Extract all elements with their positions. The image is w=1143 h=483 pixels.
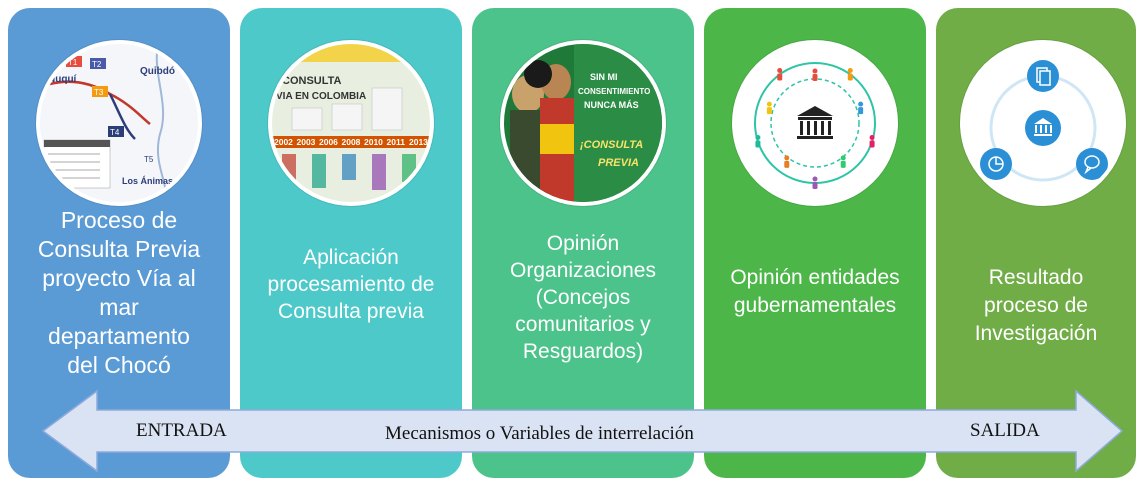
label-opinion-gob: Opinión entidades gubernamentales — [730, 266, 900, 317]
column-opinion-gob: Opinión entidades gubernamentales — [704, 8, 926, 478]
timeline-year: 2008 — [342, 137, 361, 147]
person-icon — [869, 135, 875, 148]
people-icons — [755, 67, 875, 189]
map-animas: Los Ánimas — [122, 176, 173, 186]
document-icon — [1036, 67, 1051, 86]
chat-icon — [1084, 155, 1100, 175]
person-icon — [847, 67, 853, 81]
map-t2: T2 — [92, 60, 102, 69]
person-icon — [812, 68, 818, 81]
label-entrada: Proceso de Consulta Previa proyecto Vía … — [37, 207, 201, 378]
label-aplicacion: Aplicación procesamiento de Consulta pre… — [267, 246, 435, 323]
column-salida: Resultado proceso de Investigación — [936, 8, 1136, 478]
timeline-year: 2010 — [364, 137, 383, 147]
arrow-label-entrada: ENTRADA — [136, 420, 227, 441]
bank-icon — [1034, 118, 1052, 136]
research-cycle-image — [960, 40, 1126, 206]
column-entrada: T1 T2 T3 T4 Nuquí Quibdó T5 Los Ánimas P… — [8, 8, 230, 478]
timeline-title-1: CONSULTA — [282, 75, 342, 87]
arrow-label-center: Mecanismos o Variables de interrelación — [385, 423, 694, 444]
label-salida: Resultado proceso de Investigación — [974, 266, 1098, 345]
person-icon — [755, 135, 761, 148]
timeline-year: 2011 — [387, 137, 406, 147]
map-nuqui: Nuquí — [48, 74, 78, 85]
label-opinion-org: Opinión Organizaciones (Concejos comunit… — [510, 232, 656, 363]
arrow-label-salida: SALIDA — [970, 420, 1040, 441]
map-t1: T1 — [68, 58, 78, 67]
timeline-year: 2006 — [319, 137, 338, 147]
government-network-image — [732, 40, 898, 206]
person-icon — [777, 67, 783, 81]
map-quibdo: Quibdó — [140, 66, 175, 77]
timeline-year: 2002 — [274, 137, 293, 147]
person-icon — [784, 155, 790, 168]
poster-image: SIN MI CONSENTIMIENTO NUNCA MÁS ¡CONSULT… — [500, 40, 666, 206]
pie-chart-icon — [988, 156, 1004, 172]
building-icon — [797, 106, 833, 139]
person-icon — [858, 101, 864, 115]
map-image: T1 T2 T3 T4 Nuquí Quibdó T5 Los Ánimas — [36, 40, 202, 206]
map-t3: T3 — [94, 88, 104, 97]
person-icon — [840, 155, 846, 168]
poster-line-2: CONSENTIMIENTO — [578, 87, 650, 96]
person-icon — [812, 176, 818, 189]
timeline-title-2: VIA EN COLOMBIA — [276, 91, 366, 102]
timeline-year: 2013 — [409, 137, 428, 147]
poster-line-4: ¡CONSULTA — [580, 139, 643, 151]
person-icon — [766, 101, 772, 115]
timeline-year: 2003 — [297, 137, 316, 147]
column-opinion-org: SIN MI CONSENTIMIENTO NUNCA MÁS ¡CONSULT… — [472, 8, 694, 478]
poster-line-1: SIN MI — [590, 72, 618, 82]
map-t5: T5 — [144, 155, 154, 164]
poster-line-3: NUNCA MÁS — [584, 100, 639, 110]
map-t4: T4 — [110, 128, 120, 137]
poster-line-5: PREVIA — [598, 157, 639, 169]
